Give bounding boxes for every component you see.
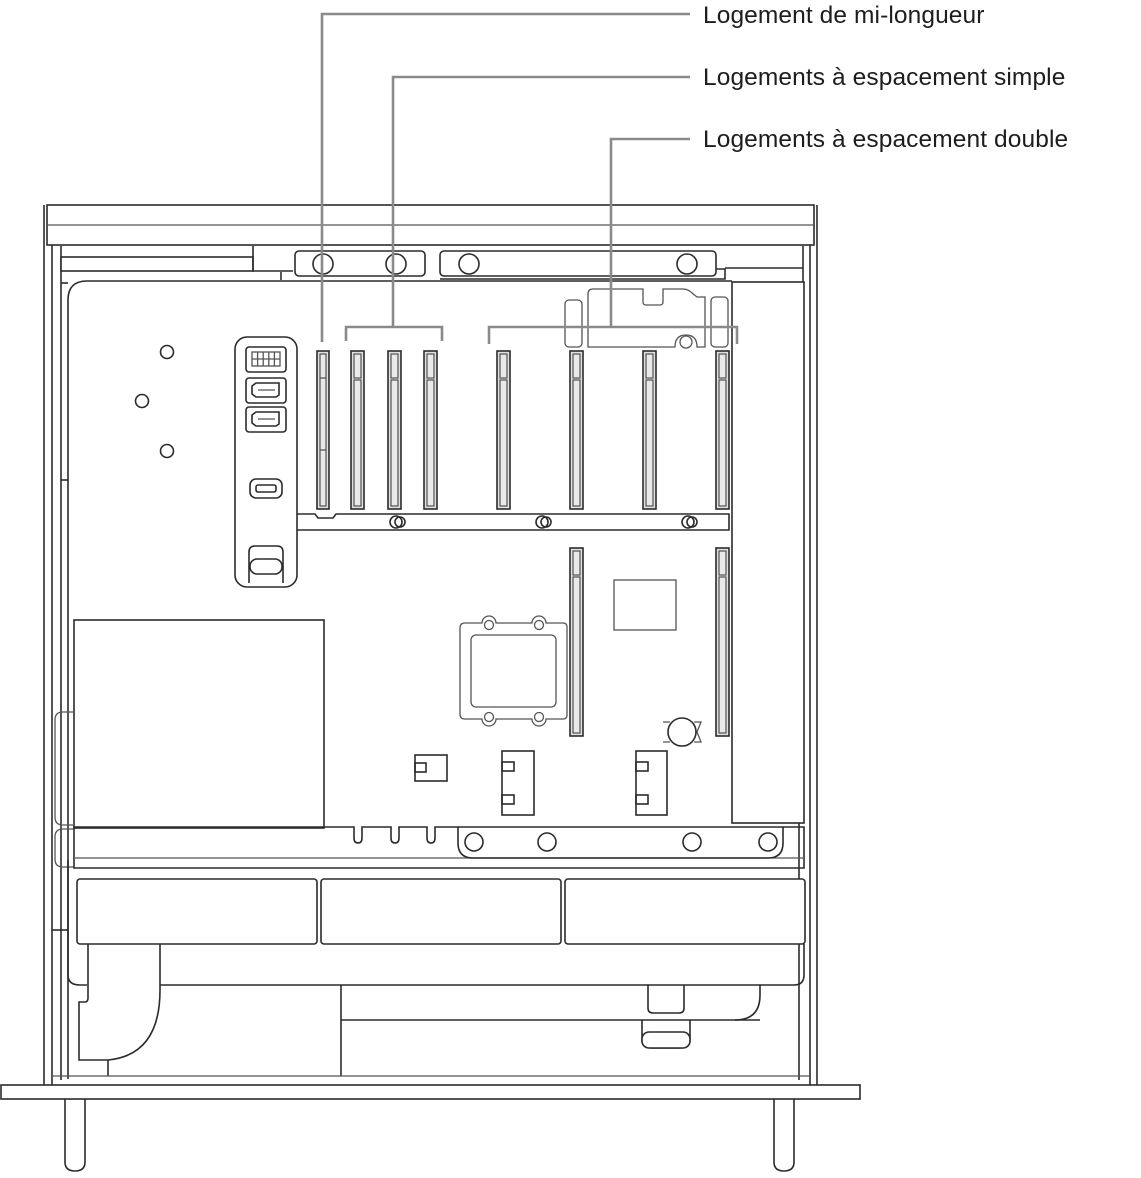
- pcie-slot: [569, 547, 584, 737]
- pcie-slot: [496, 350, 511, 510]
- fan-modules: [76, 878, 806, 986]
- usb-c-port-icon: [248, 545, 284, 583]
- mounting-holes: [134, 344, 175, 459]
- slot-retainer-bar: [297, 513, 730, 531]
- callout-label-half-length-slot: Logement de mi-longueur: [703, 2, 985, 29]
- pcie-slot: [350, 350, 365, 510]
- pcie-slots-bottom: [569, 547, 730, 737]
- pcie-slot: [715, 350, 730, 510]
- usb-a-port-icon: [245, 377, 287, 404]
- bracket-single-wide: [344, 325, 444, 341]
- pcie-slot: [642, 350, 657, 510]
- callout-leaders: [320, 12, 739, 344]
- pcie-slot: [387, 350, 402, 510]
- cpu-socket: [459, 615, 568, 727]
- pcie-slot: [316, 350, 330, 510]
- logic-board: [61, 280, 732, 1079]
- leader-line-half-length: [320, 12, 690, 342]
- leader-line-single-wide: [391, 75, 690, 327]
- power-supply: [54, 619, 325, 868]
- pcie-slot: [715, 547, 730, 737]
- callout-label-double-wide-slots: Logements à espacement double: [703, 126, 1069, 153]
- chipset-chip: [613, 579, 677, 631]
- top-rail: [60, 246, 803, 280]
- mpx-bracket: [564, 288, 729, 349]
- thunderbolt-port-icon: [249, 478, 283, 499]
- usb-a-port-icon: [245, 406, 287, 433]
- gpu-bay-panel: [731, 281, 805, 824]
- callout-label-single-wide-slots: Logements à espacement simple: [703, 64, 1066, 91]
- coin-battery: [663, 717, 702, 747]
- bottom-housing: [52, 860, 810, 1077]
- header-connector-icon: [245, 346, 287, 373]
- bracket-double-wide: [487, 325, 739, 344]
- pcie-slot: [423, 350, 438, 510]
- chassis-frame: [43, 204, 818, 1085]
- lower-rail: [73, 826, 805, 869]
- leader-line-double-wide: [609, 137, 690, 327]
- power-connectors: [414, 750, 668, 816]
- pcie-slot: [569, 350, 584, 510]
- base-and-feet: [0, 1084, 861, 1172]
- io-card: [234, 336, 298, 588]
- pcie-slots-top: [316, 350, 730, 510]
